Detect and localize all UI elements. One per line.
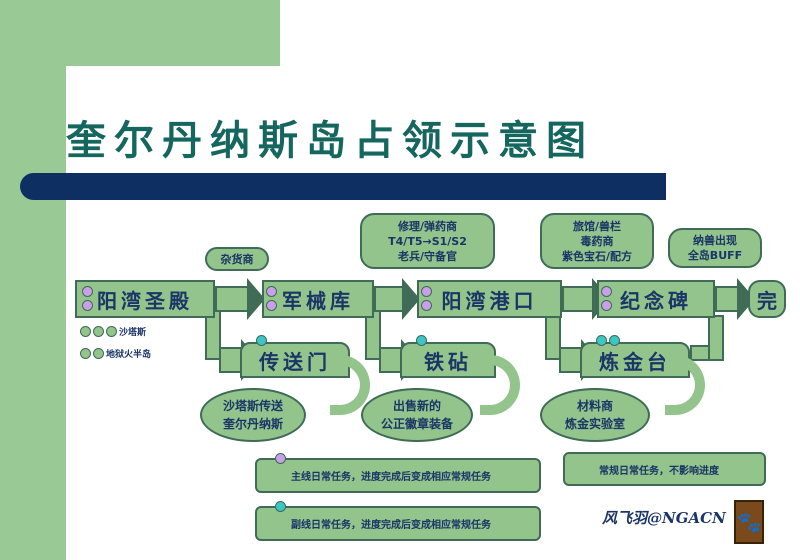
- arrow-right: [715, 278, 755, 320]
- page-title: 奎尔丹纳斯岛占领示意图: [66, 117, 594, 164]
- curved-arrow: [665, 355, 705, 415]
- bubble-text: 毒药商: [580, 234, 614, 248]
- legend-item-shattrath: 沙塔斯: [80, 325, 146, 338]
- stage-label: 阳湾圣殿: [97, 288, 193, 313]
- note-scroll-main: 主线日常任务，进度完成后变成相应常规任务: [255, 458, 541, 493]
- sub-stage-label: 传送门: [259, 349, 331, 374]
- result-ellipse: 出售新的公正徽章装备: [361, 388, 473, 442]
- stage-box-end: 完: [748, 280, 786, 318]
- arrow-right: [219, 339, 259, 381]
- stage-label: 纪念碑: [620, 288, 692, 313]
- cyan-star-icon: [416, 335, 427, 346]
- connector: [708, 315, 724, 361]
- bubble-text: 杂货商: [220, 252, 254, 266]
- sub-stage-alchemy: 炼金台: [580, 342, 690, 378]
- sub-stage-label: 炼金台: [599, 349, 671, 374]
- stage-box-4: 纪念碑: [597, 280, 715, 318]
- cyan-star-icon: [256, 335, 267, 346]
- arrow-right: [559, 339, 599, 381]
- speech-bubble: 杂货商: [205, 247, 269, 271]
- purple-star-icon: [82, 300, 93, 311]
- paw-logo-icon: 🐾: [734, 500, 764, 544]
- result-text: 材料商: [576, 399, 613, 413]
- stage-box-1: 阳湾圣殿: [75, 280, 215, 318]
- result-text: 公正徽章装备: [380, 417, 453, 431]
- stage-label: 军械库: [282, 288, 354, 313]
- arrow-right: [374, 278, 420, 320]
- arrow-right: [215, 278, 265, 320]
- legend-label: 地狱火半岛: [106, 350, 152, 360]
- result-text: 出售新的: [392, 399, 441, 413]
- stage-box-3: 阳湾港口: [417, 280, 562, 318]
- star-icon: [93, 348, 104, 359]
- star-icon: [106, 326, 117, 337]
- bubble-text: 紫色宝石/配方: [561, 249, 633, 263]
- stage-box-2: 军械库: [262, 280, 374, 318]
- purple-star-icon: [266, 300, 277, 311]
- purple-star-icon: [275, 453, 286, 464]
- bubble-text: 纳兽出现: [693, 234, 737, 247]
- purple-star-icon: [82, 286, 93, 297]
- stage-label: 阳湾港口: [441, 288, 538, 313]
- legend-item-hellfire: 地狱火半岛: [80, 347, 151, 360]
- speech-bubble: 旅馆/兽栏毒药商紫色宝石/配方: [540, 213, 654, 269]
- cyan-star-icon: [596, 335, 607, 346]
- bubble-text: 全岛BUFF: [687, 249, 743, 262]
- sub-stage-label: 铁砧: [424, 349, 472, 374]
- stage-label: 完: [757, 288, 777, 313]
- purple-star-icon: [421, 286, 432, 297]
- curved-arrow: [330, 355, 370, 415]
- note-scroll-regular: 常规日常任务，不影响进度: [563, 452, 766, 486]
- bubble-text: 旅馆/兽栏: [572, 219, 622, 233]
- result-text: 沙塔斯传送: [222, 399, 283, 413]
- note-scroll-side: 副线日常任务，进度完成后变成相应常规任务: [255, 506, 541, 541]
- star-icon: [80, 348, 91, 359]
- note-text: 常规日常任务，不影响进度: [599, 465, 719, 477]
- star-icon: [80, 326, 91, 337]
- note-text: 主线日常任务，进度完成后变成相应常规任务: [291, 472, 491, 483]
- result-ellipse: 沙塔斯传送奎尔丹纳斯: [200, 388, 306, 442]
- note-text: 副线日常任务，进度完成后变成相应常规任务: [291, 520, 491, 531]
- title-underline-bar: [20, 173, 666, 200]
- arrow-right: [562, 278, 610, 320]
- purple-star-icon: [266, 286, 277, 297]
- bubble-text: T4/T5→S1/S2: [388, 234, 467, 248]
- purple-star-icon: [421, 300, 432, 311]
- arrow-right: [379, 339, 419, 381]
- purple-star-icon: [601, 286, 612, 297]
- star-icon: [93, 326, 104, 337]
- result-text: 炼金实验室: [564, 417, 625, 431]
- signature: 风飞羽@NGACN: [602, 509, 726, 527]
- cyan-star-icon: [275, 501, 286, 512]
- speech-bubble: 纳兽出现全岛BUFF: [668, 228, 762, 268]
- curved-arrow: [480, 355, 520, 415]
- cyan-star-icon: [609, 335, 620, 346]
- bubble-text: 修理/弹药商: [397, 219, 458, 233]
- result-text: 奎尔丹纳斯: [222, 417, 283, 431]
- result-ellipse: 材料商炼金实验室: [540, 388, 650, 442]
- decor-green-strip: [0, 0, 66, 560]
- legend-label: 沙塔斯: [119, 328, 147, 338]
- bubble-text: 老兵/守备官: [397, 249, 458, 263]
- purple-star-icon: [601, 300, 612, 311]
